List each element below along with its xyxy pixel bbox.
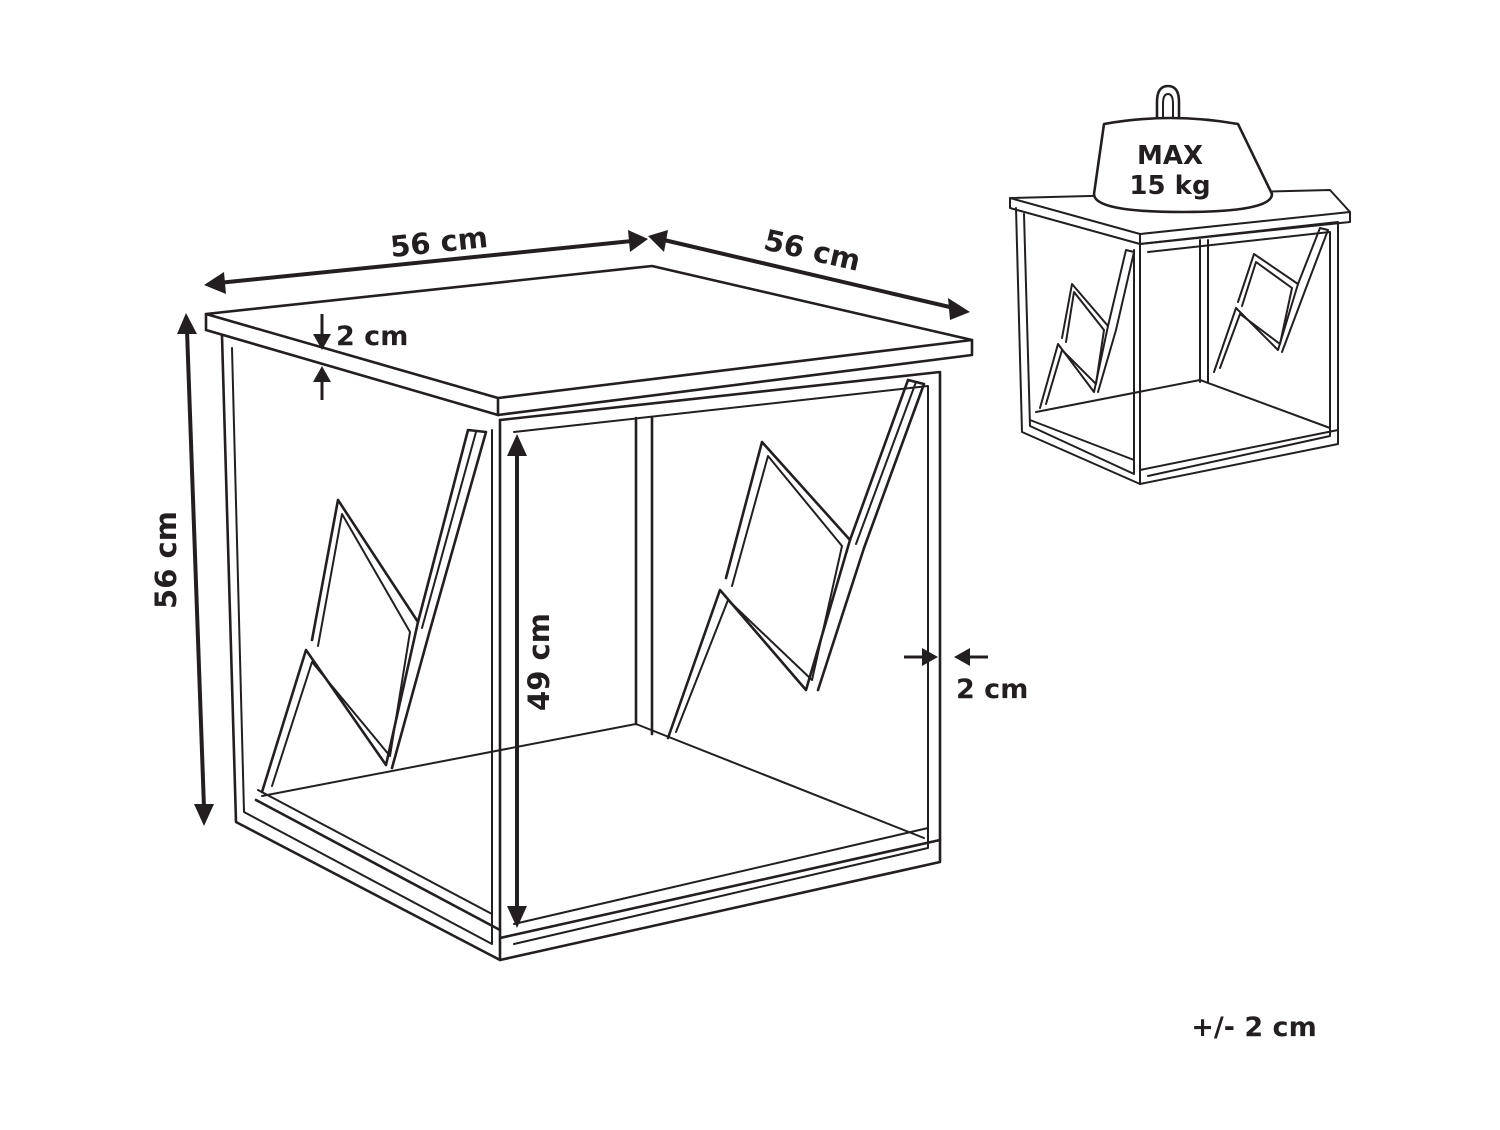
main-table — [204, 264, 974, 962]
height-dimension-arrow — [177, 313, 214, 826]
main-table-top — [204, 264, 974, 417]
depth-label: 56 cm — [761, 223, 864, 278]
leg-thickness-label: 2 cm — [956, 674, 1028, 705]
main-table-left-zigzag — [260, 428, 488, 794]
load-max-label: MAX — [1137, 141, 1203, 171]
top-thickness-label: 2 cm — [336, 321, 408, 352]
tolerance-label: +/- 2 cm — [1191, 1012, 1316, 1043]
leg-thickness-arrows — [904, 648, 988, 666]
main-table-right-zigzag — [666, 378, 926, 740]
small-table — [1009, 189, 1351, 485]
weight-icon — [1092, 84, 1274, 214]
main-table-left-frame — [220, 334, 502, 962]
load-weight-label: 15 kg — [1129, 171, 1210, 201]
depth-dimension-arrow — [648, 230, 970, 320]
width-dimension-arrow — [204, 230, 648, 294]
height-label: 56 cm — [149, 511, 183, 609]
load-capacity-illustration: MAX 15 kg — [1009, 84, 1351, 485]
dimension-lines — [177, 230, 988, 928]
main-table-right-frame — [261, 370, 942, 962]
inner-height-label: 49 cm — [522, 613, 556, 711]
inner-height-dimension-arrow — [507, 434, 527, 928]
top-thickness-arrows — [313, 314, 331, 400]
